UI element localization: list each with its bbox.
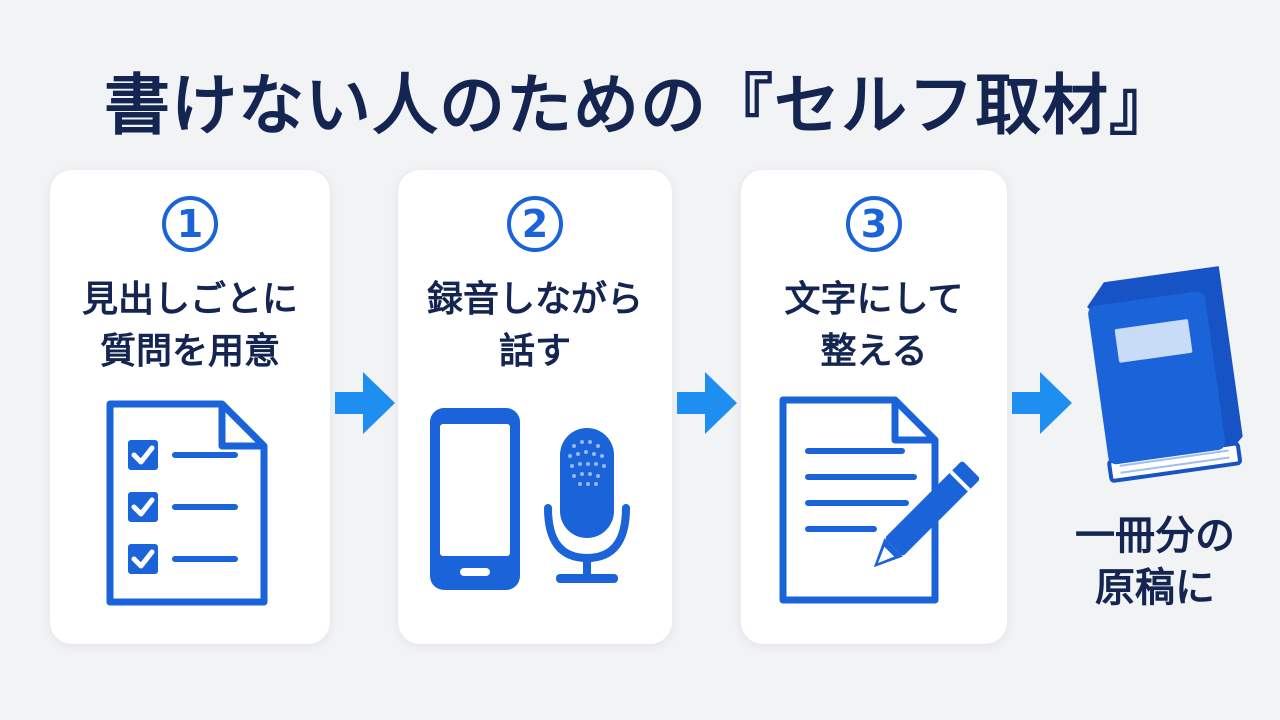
step-label-2-line1: 録音しながら [426,279,643,320]
microphone-icon [544,428,630,583]
result-label-line1: 一冊分の [1075,513,1235,559]
step-label-3-line1: 文字にして [784,279,964,320]
diagram-title: 書けない人のための『セルフ取材』 [104,67,1176,144]
arrow-right-icon [677,372,737,434]
step-card-3: 3 文字にして 整える [741,170,1007,644]
checklist-document-icon [106,400,268,606]
step-label-2-line2: 話す [498,331,571,372]
step-label-2: 録音しながら 話す [398,274,672,378]
step-label-1: 見出しごとに 質問を用意 [50,274,330,378]
result-label: 一冊分の 原稿に [1050,510,1260,614]
step-label-1-line2: 質問を用意 [99,331,280,372]
step-label-3-line2: 整える [820,331,928,372]
step-label-1-line1: 見出しごとに [81,279,298,320]
result-label-line2: 原稿に [1095,565,1215,611]
step-number-1: 1 [162,196,218,252]
arrow-right-icon [335,372,395,434]
step-card-1: 1 見出しごとに 質問を用意 [50,170,330,644]
book-icon [1087,266,1243,483]
arrow-right-icon [1012,372,1072,434]
step-card-2: 2 録音しながら 話す [398,170,672,644]
step-number-3: 3 [846,196,902,252]
step-label-3: 文字にして 整える [741,274,1007,378]
document-pencil-icon [779,396,979,604]
smartphone-icon [430,408,520,590]
step-number-2: 2 [507,196,563,252]
